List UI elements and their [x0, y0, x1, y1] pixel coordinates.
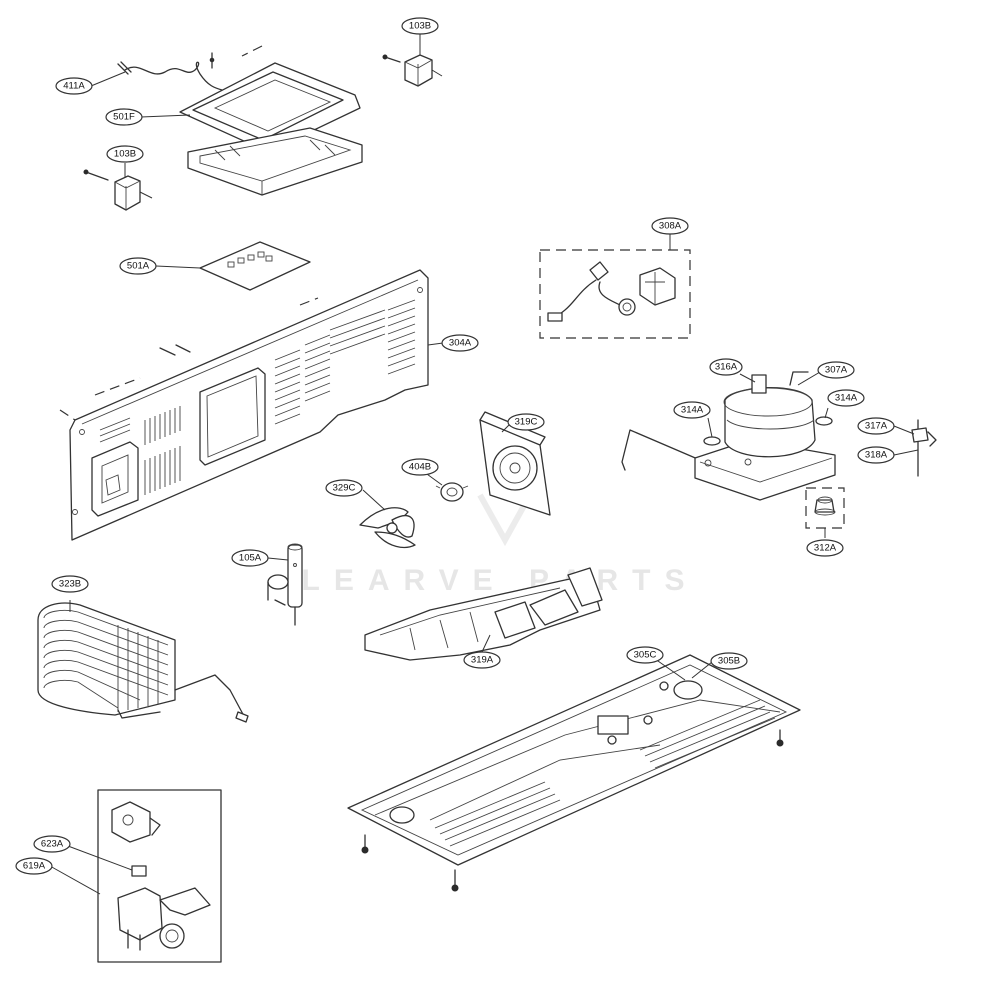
callout-319C: 319C — [507, 413, 545, 431]
part-329C-fan-blade — [359, 507, 416, 548]
part-404B-fan-motor — [435, 482, 469, 502]
callout-404B: 404B — [401, 458, 439, 476]
svg-text:623A: 623A — [41, 839, 64, 850]
svg-text:307A: 307A — [825, 365, 848, 376]
svg-text:319A: 319A — [471, 655, 494, 666]
part-317A-318A-capillary — [911, 419, 937, 477]
svg-text:317A: 317A — [865, 421, 888, 432]
callout-316A: 316A — [709, 358, 743, 376]
callout-319A: 319A — [463, 651, 501, 669]
callout-501A: 501A — [119, 257, 157, 275]
svg-text:103B: 103B — [114, 149, 136, 160]
part-411A-wire-harness — [117, 52, 223, 91]
part-501A-pcb — [199, 241, 311, 291]
callout-619A: 619A — [15, 857, 53, 875]
callout-307A: 307A — [817, 361, 855, 379]
leader-lines — [49, 34, 919, 895]
part-103B-bracket-top — [382, 54, 443, 87]
svg-text:305C: 305C — [634, 650, 657, 661]
svg-text:316A: 316A — [715, 362, 738, 373]
part-501F-control-housing — [179, 45, 363, 196]
svg-text:619A: 619A — [23, 861, 46, 872]
svg-text:411A: 411A — [63, 81, 85, 92]
part-319C-fan-shroud — [479, 411, 551, 516]
svg-text:314A: 314A — [681, 405, 704, 416]
watermark-text: LEARVE PARTS — [302, 564, 699, 597]
callout-318A: 318A — [857, 446, 895, 464]
svg-text:323B: 323B — [59, 579, 81, 590]
svg-text:329C: 329C — [333, 483, 356, 494]
svg-text:304A: 304A — [449, 338, 472, 349]
callout-314A-right: 314A — [827, 389, 865, 407]
part-312A-grommet — [805, 487, 845, 529]
part-319A-base-shroud — [364, 567, 603, 661]
svg-text:501F: 501F — [113, 112, 135, 123]
svg-text:305B: 305B — [718, 656, 740, 667]
callout-105A: 105A — [231, 549, 269, 567]
callout-305C: 305C — [626, 646, 664, 664]
part-base-plate — [347, 654, 801, 892]
callout-312A: 312A — [806, 539, 844, 557]
part-105A-drier — [267, 543, 303, 626]
callout-411A: 411A — [55, 77, 93, 95]
part-103B-bracket-left — [83, 169, 153, 211]
part-304A-rear-panel — [59, 269, 429, 541]
watermark-logo: LEARVE PARTS — [302, 493, 699, 597]
callout-317A: 317A — [857, 417, 895, 435]
part-619A-water-valve — [97, 789, 222, 963]
part-323B-condenser — [37, 602, 249, 723]
svg-text:501A: 501A — [127, 261, 150, 272]
svg-text:318A: 318A — [865, 450, 888, 461]
svg-text:404B: 404B — [409, 462, 431, 473]
callout-103B-top: 103B — [401, 17, 439, 35]
callout-323B: 323B — [51, 575, 89, 593]
callout-304A: 304A — [441, 334, 479, 352]
callout-314A-left: 314A — [673, 401, 711, 419]
callout-103B-left: 103B — [106, 145, 144, 163]
svg-text:314A: 314A — [835, 393, 858, 404]
callout-623A: 623A — [33, 835, 71, 853]
callout-305B: 305B — [710, 652, 748, 670]
svg-text:105A: 105A — [239, 553, 262, 564]
part-308A-relay-kit — [539, 249, 691, 339]
callout-329C: 329C — [325, 479, 363, 497]
svg-text:103B: 103B — [409, 21, 431, 32]
callout-501F: 501F — [105, 108, 143, 126]
svg-text:319C: 319C — [515, 417, 538, 428]
svg-text:308A: 308A — [659, 221, 682, 232]
svg-text:312A: 312A — [814, 543, 837, 554]
part-307A-compressor — [621, 371, 836, 501]
callout-308A: 308A — [651, 217, 689, 235]
